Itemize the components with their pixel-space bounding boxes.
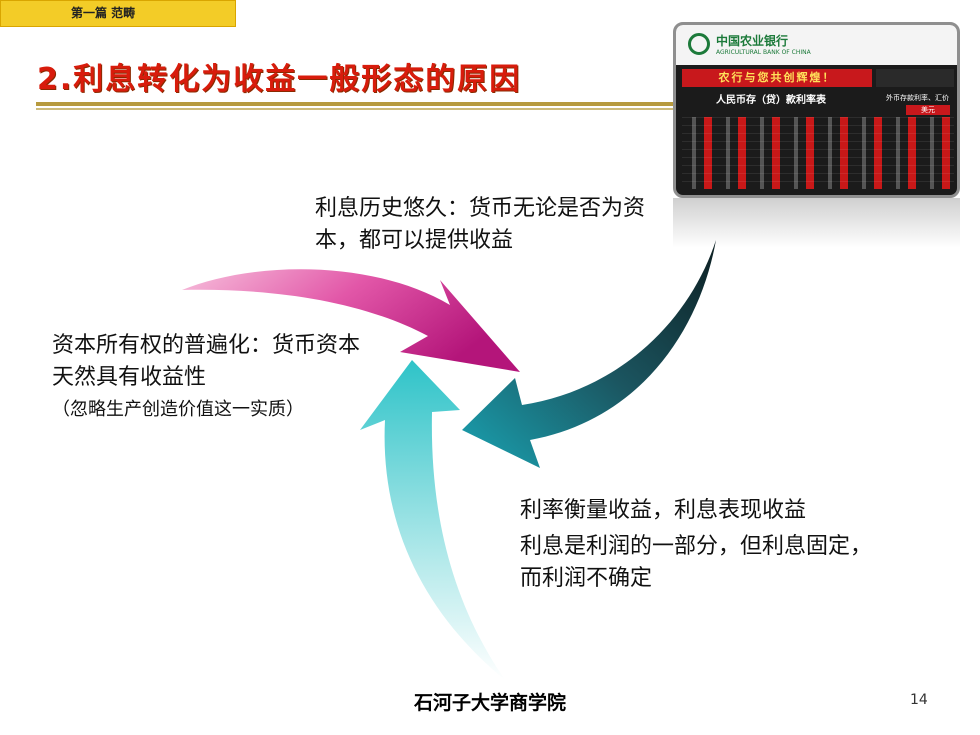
magenta-arrow: [182, 269, 520, 372]
text-history-reason: 利息历史悠久：货币无论是否为资本，都可以提供收益: [315, 196, 646, 253]
board-rate-grid: [682, 117, 954, 189]
text-ownership-reason: 资本所有权的普遍化：货币资本天然具有收益性: [52, 333, 361, 390]
text-ownership-note: （忽略生产创造价值这一实质）: [52, 399, 304, 420]
text-rate-line1: 利率衡量收益，利息表现收益: [520, 498, 807, 523]
board-currency: 美元: [906, 105, 950, 115]
page-number: 14: [910, 692, 928, 708]
board-side-title: 外币存款利率、汇价: [886, 94, 949, 102]
board-table-title: 人民币存（贷）款利率表: [716, 95, 826, 106]
text-rate-line2: 利息是利润的一部分，但利息固定，而利润不确定: [520, 534, 873, 591]
section-tag: 第一篇 范畴: [0, 0, 236, 27]
board-header: 中国农业银行 AGRICULTURAL BANK OF CHINA: [676, 25, 957, 65]
teal-arrow: [360, 360, 505, 680]
text-rate-reason: 利率衡量收益，利息表现收益 利息是利润的一部分，但利息固定，而利润不确定: [520, 495, 890, 595]
dark-arrow: [462, 240, 716, 468]
board-reflection: [673, 198, 960, 248]
board-slogan: 农行与您共创辉煌！: [682, 69, 872, 87]
board-bank-name-en: AGRICULTURAL BANK OF CHINA: [716, 49, 811, 56]
slide-title: 2.利息转化为收益一般形态的原因: [37, 62, 522, 97]
footer-school: 石河子大学商学院: [413, 692, 566, 714]
board-bank-name: 中国农业银行: [716, 34, 789, 48]
bank-rate-board-image: 中国农业银行 AGRICULTURAL BANK OF CHINA 农行与您共创…: [673, 22, 960, 198]
title-underline-thin: [36, 108, 676, 110]
board-side-panel: [876, 69, 954, 87]
bank-logo-icon: [688, 33, 710, 55]
title-underline: [36, 102, 676, 106]
